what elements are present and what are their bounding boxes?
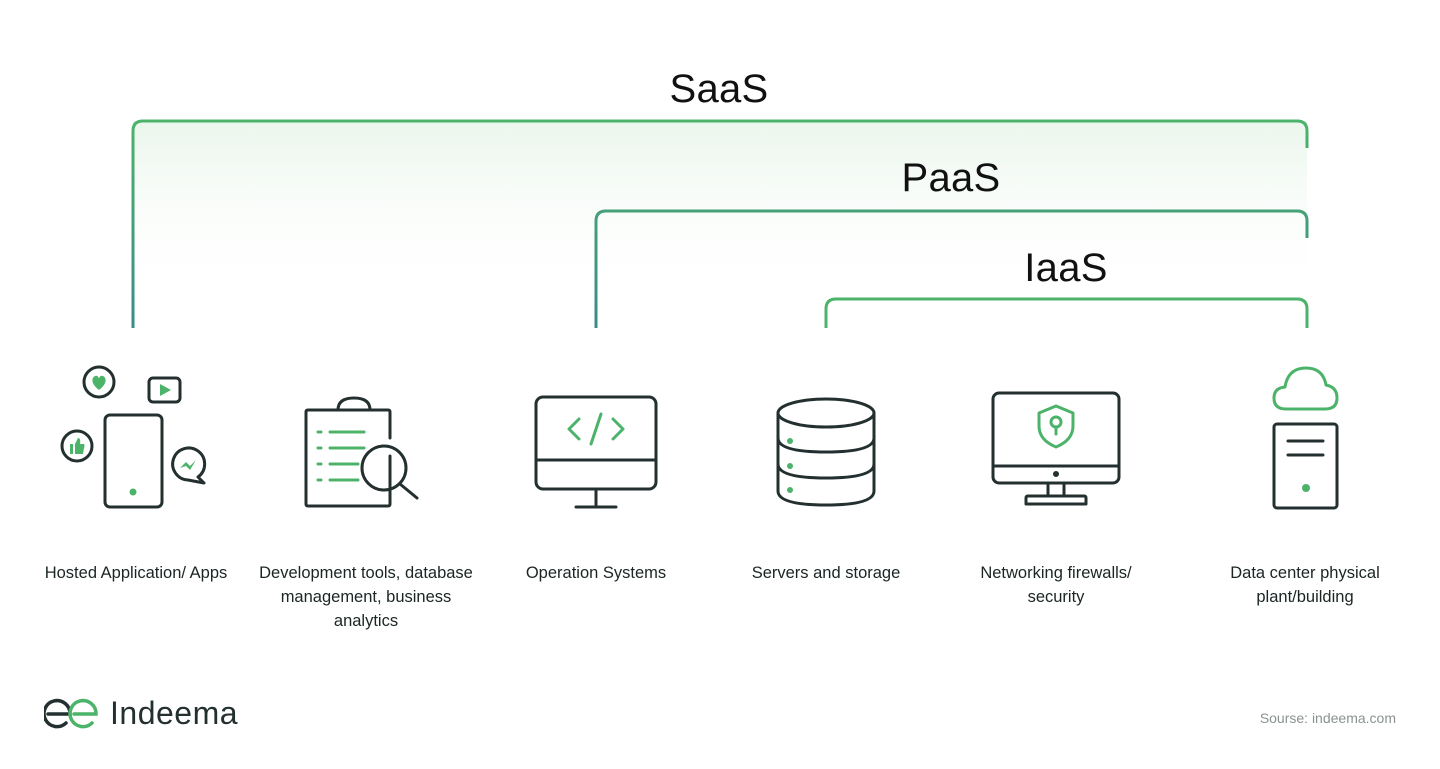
caption-dev-tools: Development tools, database management, … (259, 564, 473, 630)
brand-name: Indeema (110, 695, 239, 731)
saas-label: SaaS (669, 67, 769, 111)
paas-label: PaaS (901, 156, 1001, 200)
brand-logo: Indeema (44, 695, 238, 732)
paas-bracket (594, 209, 1309, 328)
monitor-code-icon (534, 395, 658, 509)
caption-networking: Networking firewalls/ security (980, 564, 1132, 606)
iaas-bracket (824, 297, 1309, 328)
caption-data-center: Data center physical plant/building (1230, 564, 1380, 606)
cloud-server-icon (1272, 366, 1339, 510)
clipboard-search-icon (304, 396, 419, 508)
caption-operation-systems: Operation Systems (525, 564, 667, 582)
caption-hosted-apps: Hosted Application/ Apps (44, 564, 228, 582)
indeema-logo-icon (44, 698, 98, 728)
source-note: Sourse: indeema.com (1259, 710, 1396, 726)
database-icon (776, 397, 876, 507)
iaas-label: IaaS (1024, 246, 1108, 290)
saas-bracket (131, 119, 1309, 328)
monitor-shield-icon (991, 391, 1121, 506)
smartphone-social-icon (60, 365, 207, 509)
caption-servers-storage: Servers and storage (751, 564, 901, 582)
